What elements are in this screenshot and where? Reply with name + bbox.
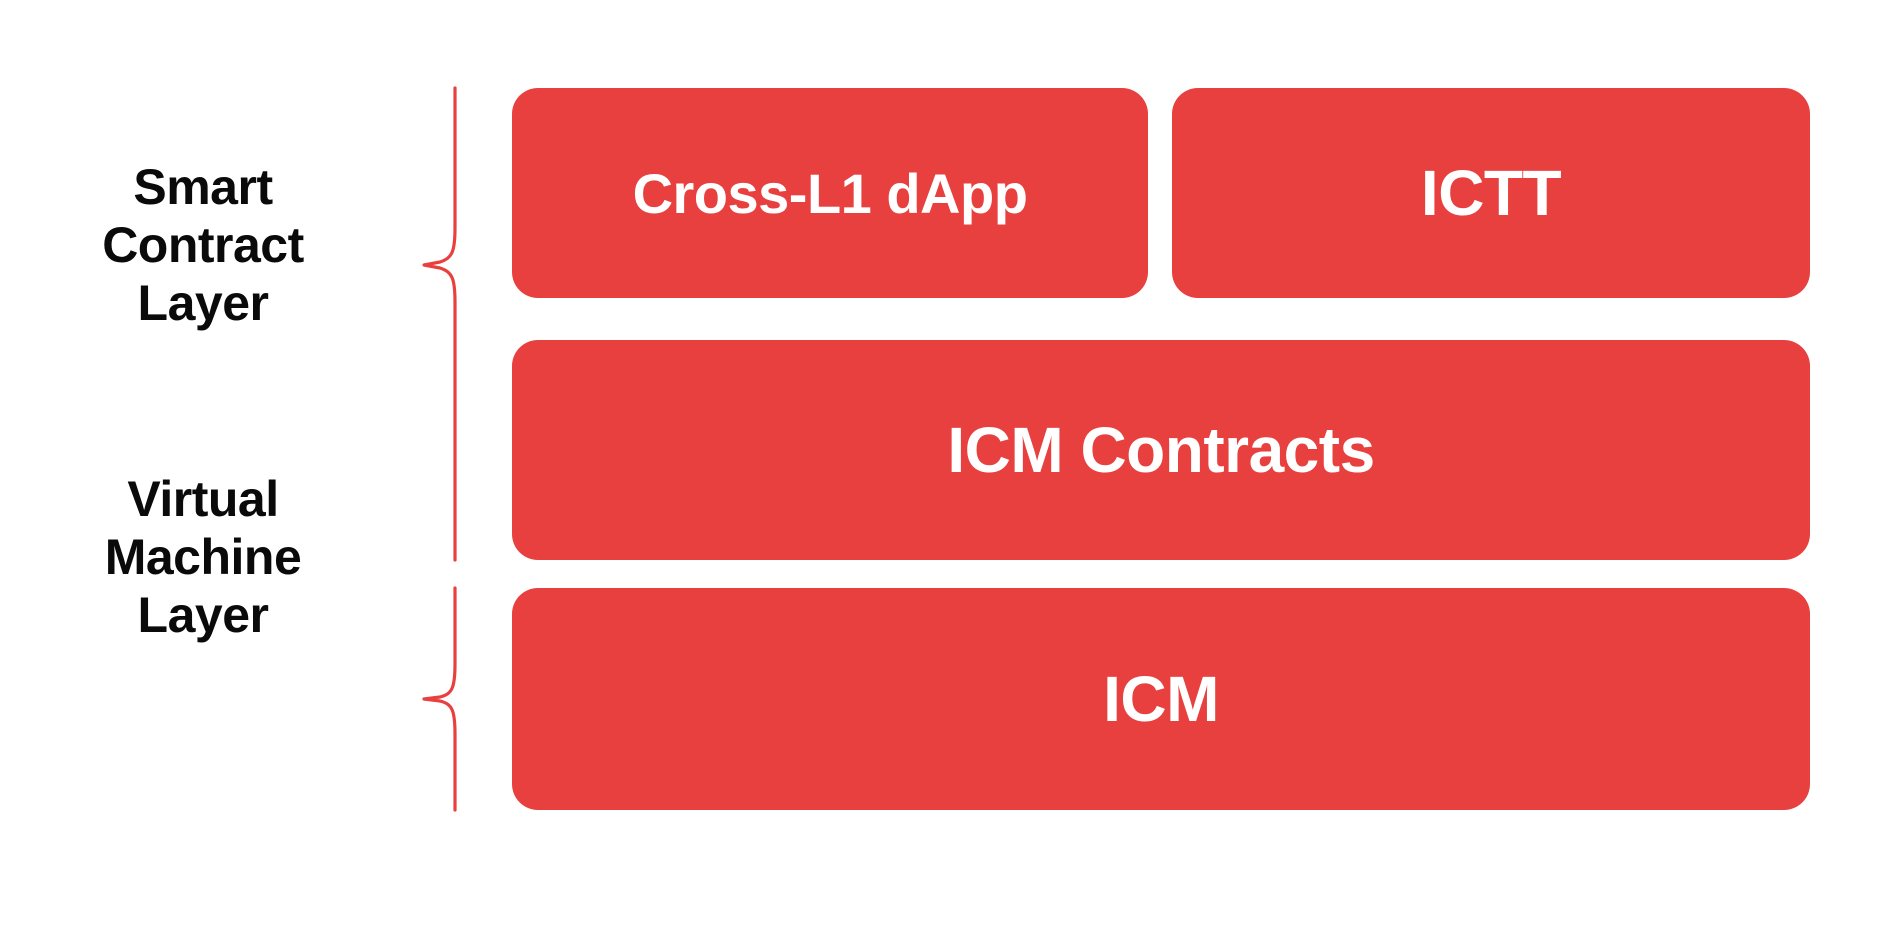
virtual-machine-layer-label: Virtual Machine Layer <box>104 471 302 643</box>
smart-contract-layer-label: Smart Contract Layer <box>102 159 304 331</box>
virtual-machine-layer-brace <box>422 586 457 812</box>
card-icm[interactable]: ICM <box>512 588 1810 810</box>
card-cross-l1-dapp[interactable]: Cross-L1 dApp <box>512 88 1148 298</box>
card-icm-contracts[interactable]: ICM Contracts <box>512 340 1810 560</box>
smart-contract-layer-brace <box>422 86 457 562</box>
card-ictt[interactable]: ICTT <box>1172 88 1810 298</box>
